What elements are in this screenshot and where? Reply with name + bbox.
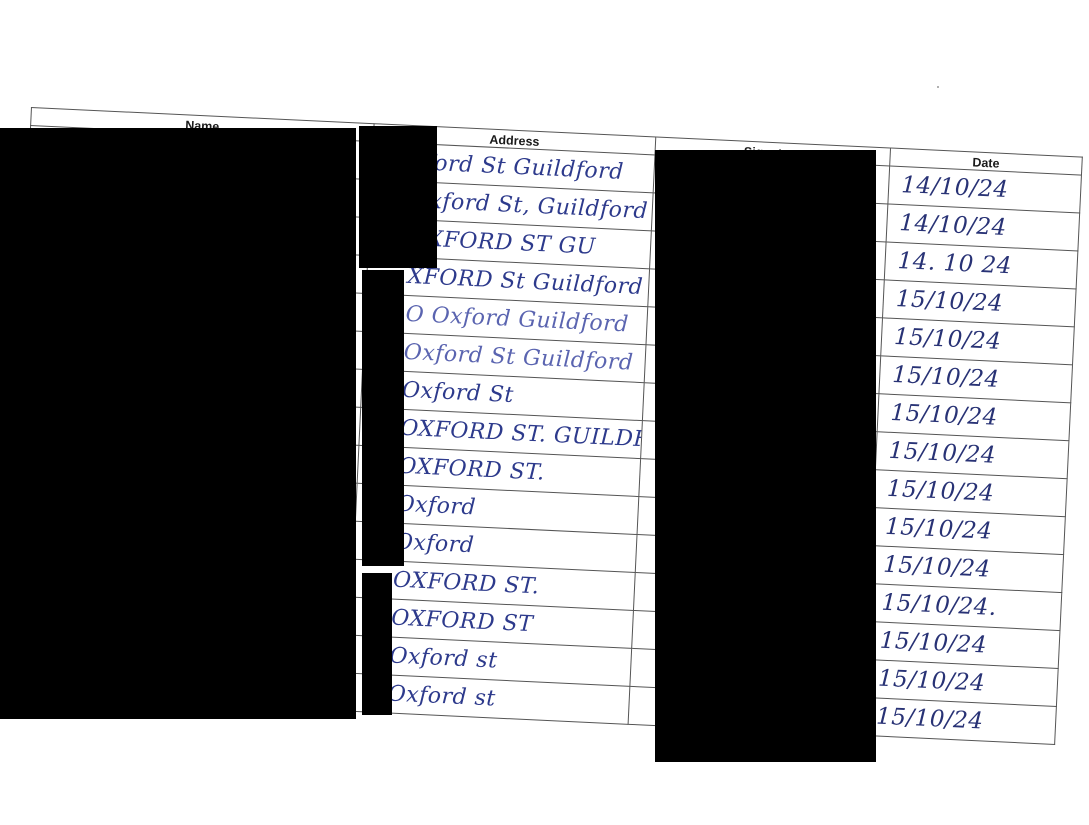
redaction-address-middle [362,270,404,566]
redaction-name-column [0,128,356,719]
scan-speck [937,86,939,88]
redaction-signature-column [655,150,876,762]
redaction-address-top [359,126,437,268]
redaction-address-bottom [362,573,392,715]
date-handwriting: 15/10/24 [875,703,985,735]
date-cell: 15/10/24 [862,697,1057,745]
